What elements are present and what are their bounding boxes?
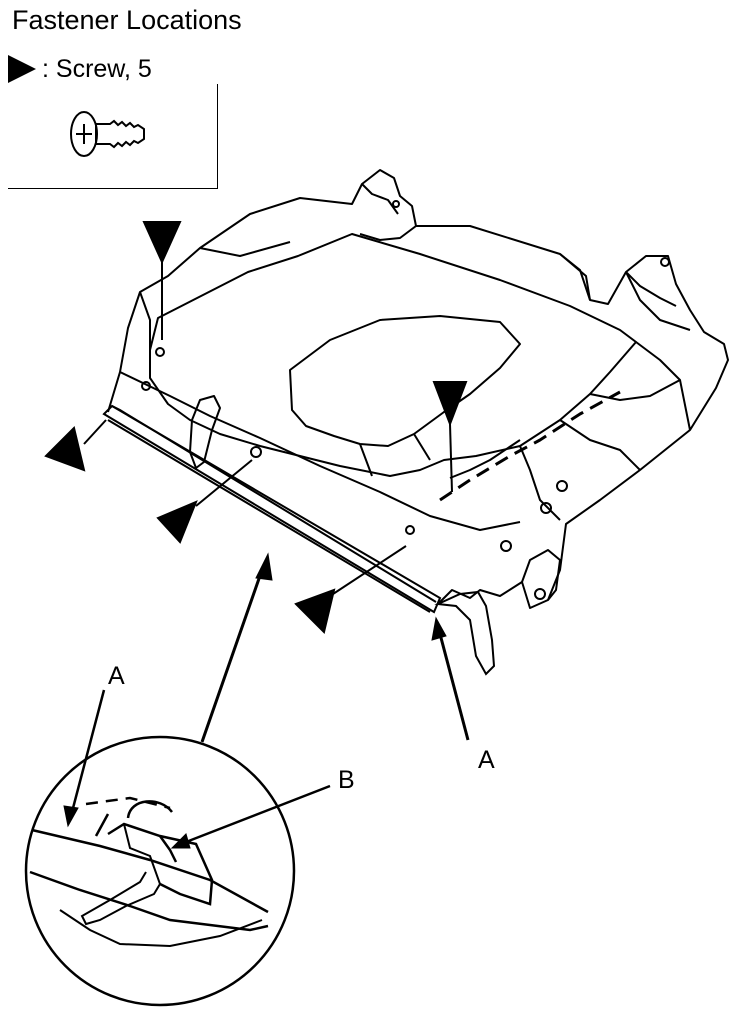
fastener-legend: : Screw, 5 <box>8 54 152 84</box>
screw-icon <box>70 111 145 157</box>
detail-arrows <box>200 552 470 743</box>
callout-a-right: A <box>478 746 495 774</box>
callout-b-inset: B <box>338 766 355 794</box>
page-title: Fastener Locations <box>12 5 242 35</box>
legend-separator: : <box>42 55 49 83</box>
screw-marker-lower <box>294 588 336 634</box>
inset-detail <box>24 735 296 1007</box>
inset-arrows <box>63 689 331 849</box>
bottom-tab <box>434 590 496 676</box>
screw-marker-middle-left <box>156 500 198 544</box>
legend-label: Screw, 5 <box>55 55 152 83</box>
legend-frame <box>8 84 218 189</box>
screw-marker-icon <box>8 55 36 83</box>
trim-strip <box>102 404 442 614</box>
callout-a-inset: A <box>108 662 125 690</box>
screw-markers <box>44 221 468 634</box>
screw-marker-left <box>44 426 86 472</box>
screw-marker-top-right <box>432 381 468 427</box>
screw-marker-top-left <box>142 221 182 265</box>
seat-frame <box>107 169 729 609</box>
